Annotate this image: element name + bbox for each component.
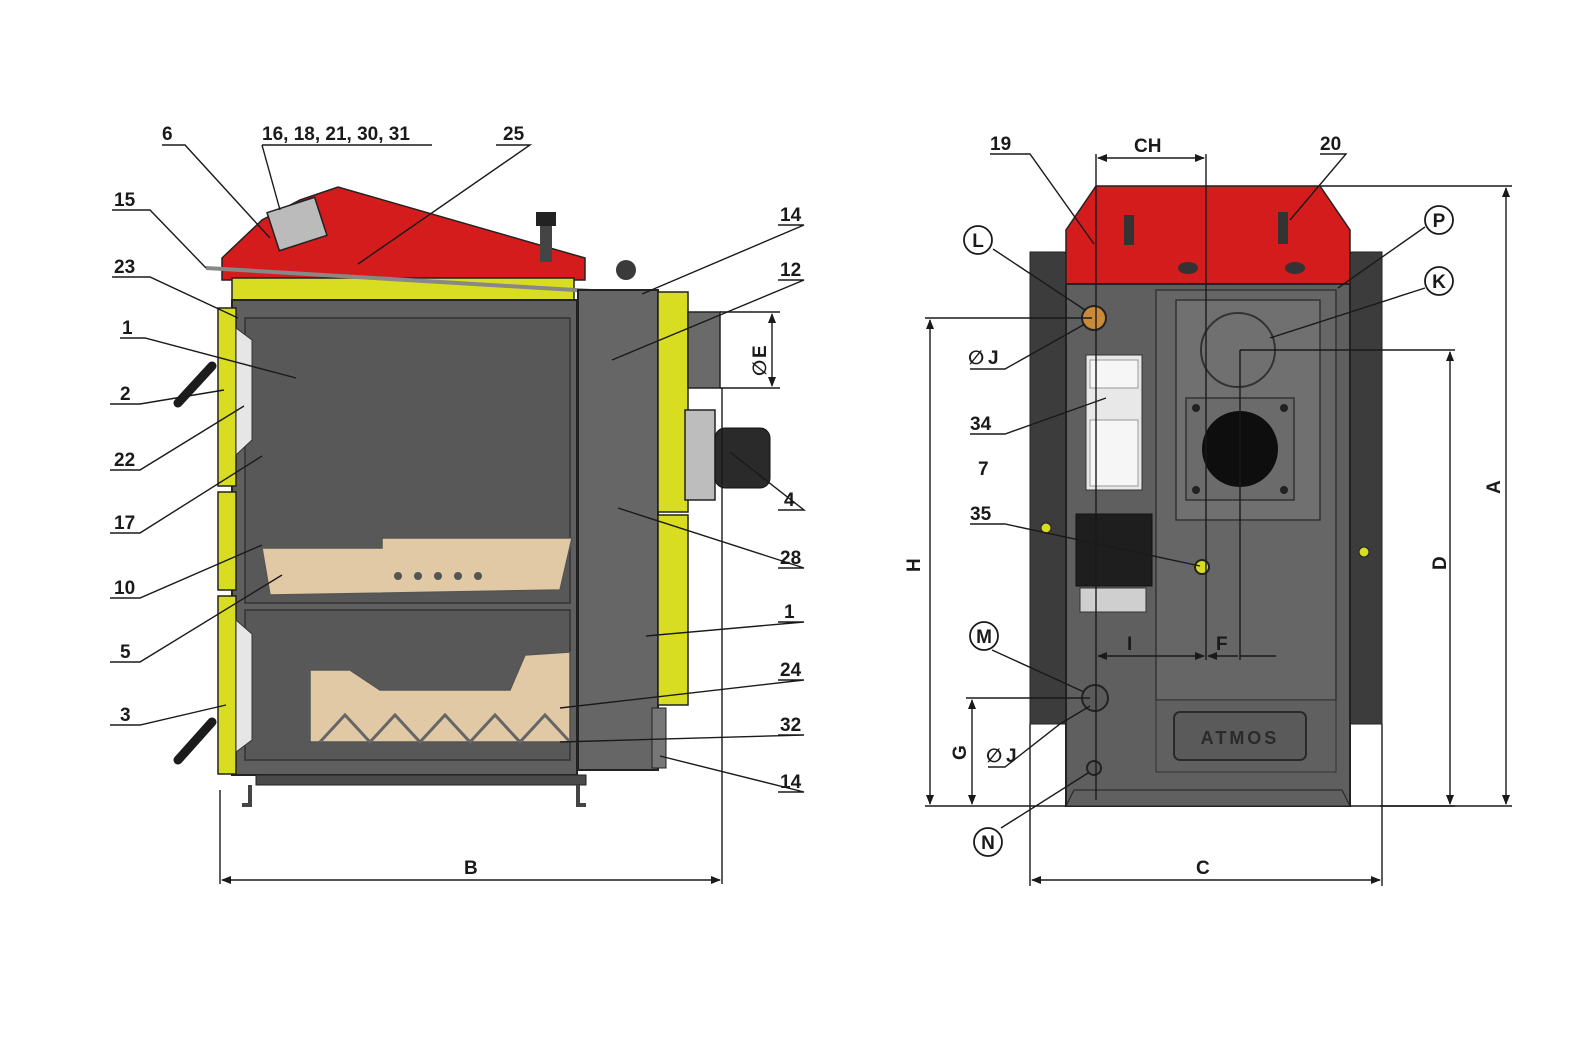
control-box-7 xyxy=(1075,513,1153,587)
dim-f: F xyxy=(1216,634,1228,655)
rear-yellow-lower xyxy=(657,514,689,706)
leg-right xyxy=(576,785,586,807)
rear-red-hood xyxy=(1065,185,1351,285)
callout-12: 12 xyxy=(780,260,801,281)
dim-c: C xyxy=(1196,858,1210,879)
nozzle-block xyxy=(261,537,573,596)
callout-4: 4 xyxy=(784,490,795,511)
side-view-leaders xyxy=(110,144,807,793)
callout-24: 24 xyxy=(780,660,802,681)
rear-view-leaders xyxy=(970,153,1426,829)
rear-knob-mid xyxy=(1178,262,1198,274)
callout-23: 23 xyxy=(114,257,135,278)
rear-knob-mid2 xyxy=(1285,262,1305,274)
side-view-labels: 6 16, 18, 21, 30, 31 25 15 14 23 12 1 2 … xyxy=(114,124,802,793)
dim-j-top-symbol: ∅ xyxy=(968,348,984,369)
door-insulation-top xyxy=(235,327,253,457)
dim-b: B xyxy=(464,858,478,879)
front-door-bottom xyxy=(217,595,237,775)
callout-1-top: 1 xyxy=(122,318,133,339)
fan-motor xyxy=(714,427,771,489)
callout-1-bottom: 1 xyxy=(784,602,795,623)
callout-15: 15 xyxy=(114,190,136,211)
dim-e: E xyxy=(750,345,771,358)
callout-35: 35 xyxy=(970,504,992,525)
rear-view-dimensions xyxy=(925,154,1512,886)
rear-knob-right xyxy=(1278,212,1288,244)
base-frame xyxy=(255,774,587,786)
rear-knob xyxy=(616,260,636,280)
nozzle-holes xyxy=(394,572,482,580)
callout-5: 5 xyxy=(120,642,131,663)
lever-rod xyxy=(205,266,643,296)
circle-l: L xyxy=(972,231,984,252)
dim-j-bottom: J xyxy=(1006,746,1017,767)
dim-i: I xyxy=(1127,634,1132,655)
fan-housing xyxy=(684,409,716,501)
atmos-nameplate xyxy=(1173,711,1307,761)
dim-ch: CH xyxy=(1134,136,1161,157)
callout-7: 7 xyxy=(978,459,989,480)
ceramic-zigzag xyxy=(318,712,572,745)
dim-j-bottom-symbol: ∅ xyxy=(986,746,1002,767)
callout-28: 28 xyxy=(780,548,801,569)
rear-section xyxy=(577,289,659,771)
atmos-logo: ATMOS xyxy=(1201,728,1280,748)
control-box xyxy=(266,196,328,252)
callout-19: 19 xyxy=(990,134,1011,155)
flue-pipe xyxy=(687,311,721,389)
ceramic-bottom xyxy=(309,651,571,743)
callout-22: 22 xyxy=(114,450,135,471)
dim-h: H xyxy=(904,558,925,572)
callout-20: 20 xyxy=(1320,134,1341,155)
sticker-top xyxy=(1089,359,1139,389)
rear-yellow-upper xyxy=(657,291,689,513)
sticker-main xyxy=(1089,419,1139,487)
callout-14-bottom: 14 xyxy=(780,772,802,793)
front-door-top xyxy=(217,307,237,487)
callout-14-top: 14 xyxy=(780,205,802,226)
rear-knob-left xyxy=(1124,215,1134,245)
dim-g: G xyxy=(950,745,971,760)
callout-2: 2 xyxy=(120,384,131,405)
circle-m: M xyxy=(976,627,992,648)
side-view-dimensions xyxy=(219,311,780,884)
circle-k: K xyxy=(1432,272,1446,293)
dim-e-label: ∅ E xyxy=(750,345,771,376)
callout-6: 6 xyxy=(162,124,173,145)
pipe-n xyxy=(1086,760,1102,776)
circled-labels: L P K M N xyxy=(963,205,1454,857)
rear-feet xyxy=(1065,789,1351,807)
callout-25: 25 xyxy=(503,124,525,145)
callout-34: 34 xyxy=(970,414,992,435)
rear-view-dimension-labels: CH ∅ J ∅ J I F C H G D A xyxy=(904,136,1505,879)
rear-view-labels: 19 20 34 7 35 xyxy=(970,134,1341,525)
leg-left xyxy=(242,785,252,807)
side-view xyxy=(173,186,771,807)
dim-a: A xyxy=(1484,480,1505,494)
dim-j-top: J xyxy=(988,348,999,369)
door-handle-bottom xyxy=(173,717,217,765)
fan-grille xyxy=(1079,587,1147,613)
top-knob-cap xyxy=(536,212,556,226)
callout-32: 32 xyxy=(780,715,801,736)
dim-d: D xyxy=(1430,556,1451,570)
sensor-35 xyxy=(1194,559,1210,575)
door-insulation-bottom xyxy=(235,618,253,753)
dim-e-symbol: ∅ xyxy=(750,360,771,376)
side-knob-right xyxy=(1358,546,1370,558)
callout-10: 10 xyxy=(114,578,135,599)
front-door-mid xyxy=(217,491,237,591)
callout-17: 17 xyxy=(114,513,135,534)
fan-bolts xyxy=(1192,404,1288,494)
left-side-panel xyxy=(1029,251,1067,725)
callout-3: 3 xyxy=(120,705,131,726)
circle-n: N xyxy=(981,833,995,854)
right-side-panel xyxy=(1345,251,1383,725)
callout-16-18-21-30-31: 16, 18, 21, 30, 31 xyxy=(262,124,410,145)
rear-bracket xyxy=(651,707,667,769)
circle-p: P xyxy=(1433,211,1446,232)
